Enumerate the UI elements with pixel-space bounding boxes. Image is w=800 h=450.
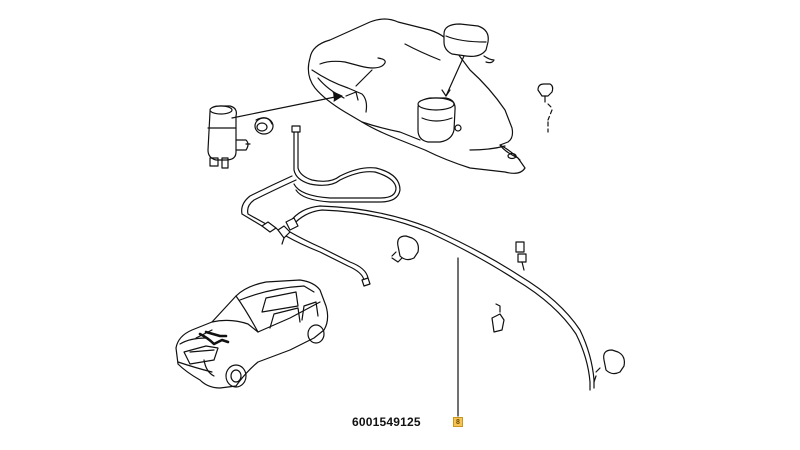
- washer-pump: [207, 105, 251, 169]
- filler-neck: [417, 97, 462, 143]
- rear-nozzle: [593, 349, 625, 383]
- hose-clip-lower: [491, 303, 505, 333]
- reservoir-mount-leader: [355, 69, 373, 87]
- pump-grommet: [254, 117, 274, 135]
- left-hose: [241, 175, 297, 233]
- hose-t-connector: [277, 225, 291, 245]
- pump-leader: [231, 91, 343, 119]
- reservoir-cap: [441, 23, 495, 97]
- rear-hose: [285, 205, 595, 391]
- car-illustration: [175, 279, 329, 389]
- callout-marker[interactable]: 8: [453, 417, 463, 427]
- upper-hose: [291, 125, 401, 203]
- hose-clip-upper: [515, 241, 527, 271]
- push-clip: [537, 83, 554, 133]
- front-nozzle: [391, 235, 419, 263]
- lower-hose: [285, 231, 371, 287]
- washer-reservoir: [307, 18, 526, 174]
- part-number: 6001549125: [352, 415, 421, 429]
